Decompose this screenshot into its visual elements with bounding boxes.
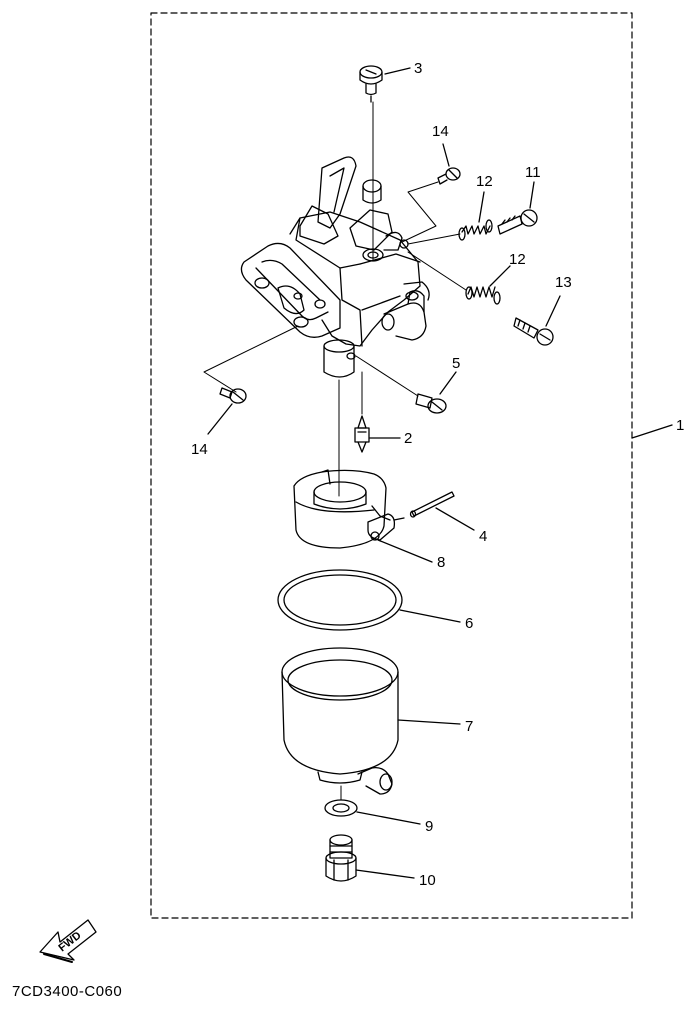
callout-12a: 12 [476,173,493,190]
leader-4 [435,507,475,531]
callout-3: 3 [414,60,422,77]
callout-7: 7 [465,718,473,735]
bracket-14a [401,181,439,243]
callout-9: 9 [425,818,433,835]
part-8-float [293,469,405,549]
callout-6: 6 [465,615,473,632]
diagram-code: 7CD3400-C060 [12,983,123,1000]
part-12-spring-lower [465,286,501,305]
callout-14b: 14 [191,441,208,458]
leader-13 [545,295,561,327]
fwd-arrow-icon: FWD [39,919,97,963]
leader-14a [442,143,450,167]
leader-11 [529,181,535,209]
part-11-screw [497,209,538,235]
leader-6 [399,609,461,623]
part-4-pin [409,491,455,518]
part-14-screw-lower [219,387,247,404]
leader-5 [439,371,457,395]
axis-12a [407,233,461,245]
assembly-frame [150,12,633,919]
callout-10: 10 [419,872,436,889]
part-7-float-bowl [281,647,399,795]
callout-2: 2 [404,430,412,447]
axis-5 [355,355,419,397]
callout-11: 11 [525,164,541,181]
callout-12b: 12 [509,251,526,268]
part-13-screw [513,317,554,346]
part-10-drain-plug [325,834,357,882]
part-2-needle-valve [354,415,370,453]
axis-12b [407,251,467,291]
leader-10 [355,869,415,879]
part-6-gasket [277,569,403,631]
leader-3 [384,67,411,75]
part-9-washer [324,799,358,817]
part-12-spring-upper [458,219,493,241]
part-14-screw-upper [437,167,461,185]
fwd-label: FWD [56,929,83,954]
leader-1 [631,424,673,439]
callout-5: 5 [452,355,460,372]
callout-8: 8 [437,554,445,571]
callout-4: 4 [479,528,487,545]
bracket-14b [203,325,299,393]
part-3-screw [359,65,383,103]
callout-13: 13 [555,274,572,291]
leader-14b [207,403,233,435]
carburetor-body [240,156,430,378]
leader-12a [478,191,485,223]
callout-14a: 14 [432,123,449,140]
part-5-screw [415,393,447,414]
leader-8 [377,539,433,563]
leader-7 [397,719,461,725]
leader-9 [356,811,421,825]
leader-12b [489,265,511,287]
callout-1: 1 [676,417,684,434]
